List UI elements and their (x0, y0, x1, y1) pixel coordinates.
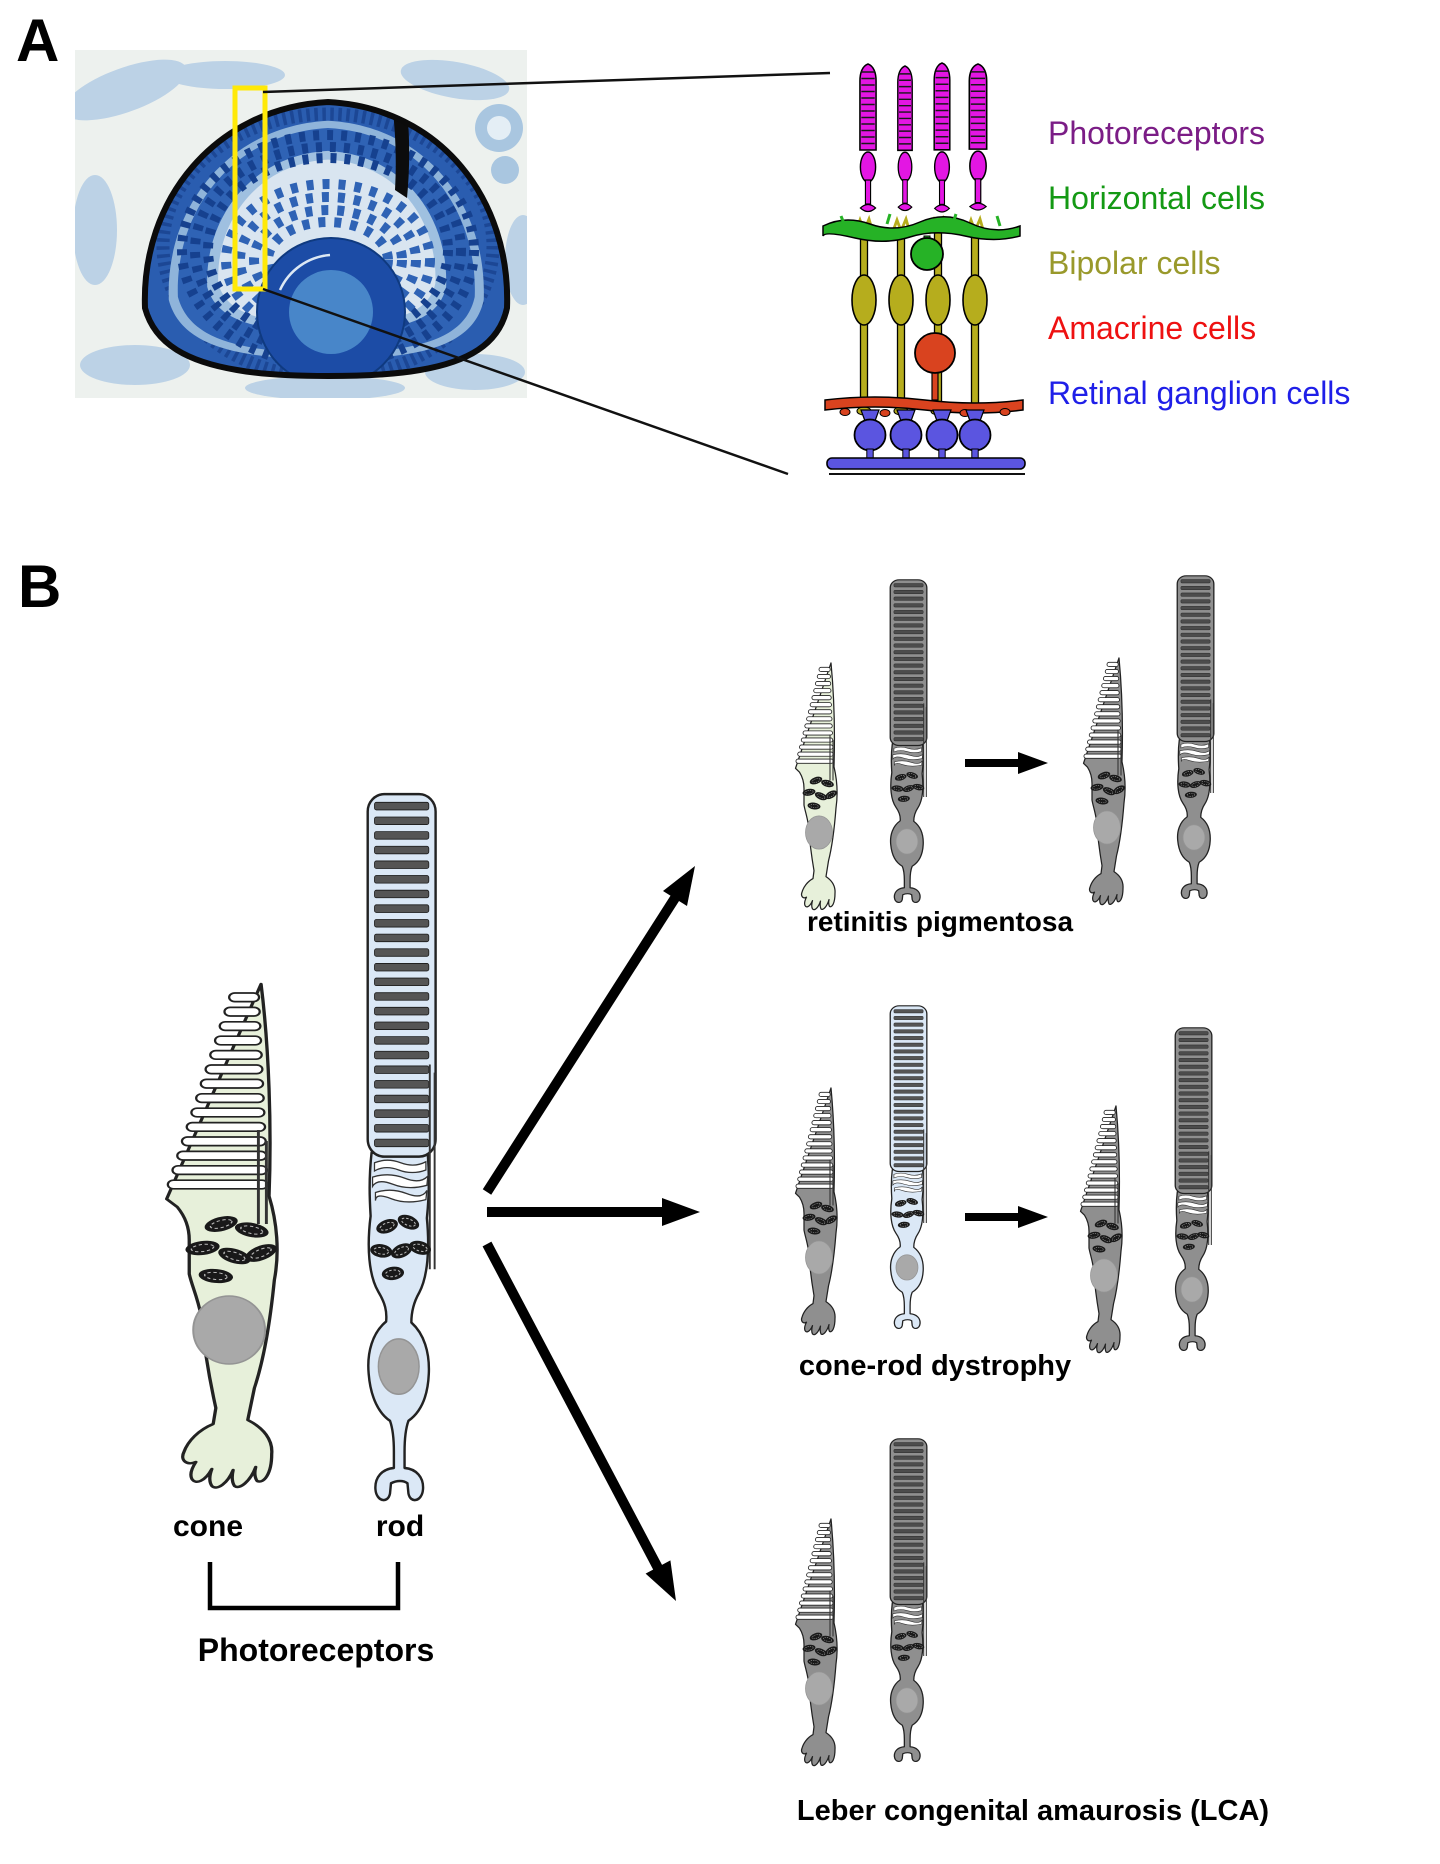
cone-cell-healthy (794, 662, 840, 911)
connector-lines (262, 71, 831, 476)
legend-amacrine-cells: Amacrine cells (1048, 310, 1257, 346)
panel-b-label: B (18, 553, 61, 620)
disease-label-retinitis-pigmentosa: retinitis pigmentosa (806, 906, 1074, 937)
schematic-photoreceptor-cells (859, 62, 988, 213)
panel-a-label: A (16, 7, 59, 74)
photoreceptors-bracket (207, 1562, 401, 1611)
cone-cell-degenerated (1079, 1105, 1125, 1354)
legend-bipolar-cells: Bipolar cells (1048, 245, 1221, 281)
retina-cross-section (144, 102, 508, 376)
panel-b-graphics (164, 575, 1215, 1767)
rod-cell-degenerated (889, 1438, 928, 1763)
rod-cell-healthy (889, 1005, 928, 1330)
cone-cell-healthy-main (164, 982, 283, 1490)
rod-label: rod (375, 1510, 425, 1543)
schematic-ganglion-cells (826, 409, 1026, 475)
cone-cell-degenerated (794, 1087, 840, 1336)
yellow-highlight-box (232, 85, 268, 292)
retina-histology-image (75, 50, 527, 398)
arrow-to-cone-rod-dystrophy (662, 1198, 700, 1226)
progression-arrow (965, 752, 1048, 774)
photoreceptors-group-label: Photoreceptors (197, 1632, 435, 1668)
cone-rod-dystrophy-row (794, 1005, 1213, 1354)
retina-layer-legend: Photoreceptors Horizontal cells Bipolar … (1048, 117, 1350, 442)
schematic-horizontal-cell (822, 213, 1021, 271)
cone-cell-degenerated (1082, 657, 1128, 906)
pigment-epithelium-outline (141, 98, 511, 379)
legend-retinal-ganglion-cells: Retinal ganglion cells (1048, 375, 1351, 411)
arrow-to-lca (645, 1560, 676, 1601)
fanout-arrows (482, 866, 700, 1601)
lca-row (794, 1438, 928, 1767)
rod-cell-degenerated (1176, 575, 1215, 900)
disease-label-lca: Leber congenital amaurosis (LCA) (796, 1795, 1270, 1827)
retina-schematic (822, 62, 1026, 475)
rod-cell-degenerated (889, 579, 928, 904)
arrow-to-retinitis-pigmentosa (663, 866, 695, 906)
surrounding-tissue (75, 59, 527, 398)
rod-cell-degenerated (1174, 1027, 1213, 1352)
disease-label-cone-rod-dystrophy: cone-rod dystrophy (798, 1350, 1072, 1382)
rod-cell-healthy-main (366, 792, 437, 1502)
cone-cell-degenerated (794, 1518, 840, 1767)
legend-photoreceptors: Photoreceptors (1048, 115, 1266, 151)
cone-label: cone (172, 1510, 244, 1543)
schematic-amacrine-cell (824, 332, 1024, 417)
progression-arrow (965, 1206, 1048, 1228)
retinitis-pigmentosa-row (794, 575, 1215, 911)
legend-horizontal-cells: Horizontal cells (1048, 180, 1265, 216)
